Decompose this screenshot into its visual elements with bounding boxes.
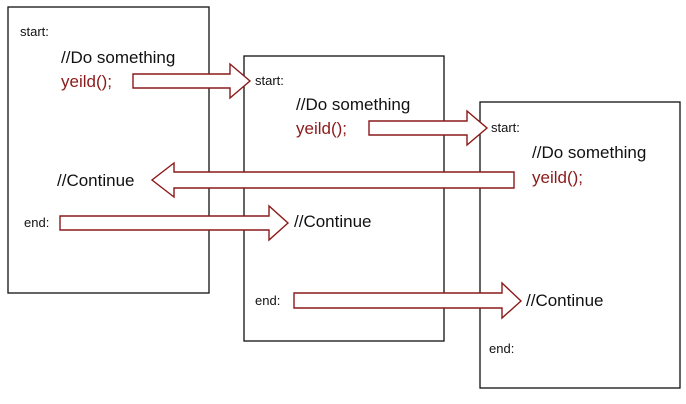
return-arrow-3-to-1	[150, 161, 515, 199]
frame-2-end-label: end:	[255, 293, 280, 308]
frame-2-yield-call: yeild();	[296, 119, 347, 138]
frame-2-do-something: //Do something	[296, 95, 410, 114]
frame-1-end-label: end:	[24, 215, 49, 230]
frame-3-continue: //Continue	[526, 291, 604, 310]
end-arrow-1-to-2	[59, 204, 290, 242]
frame-1-yield-call: yeild();	[61, 72, 112, 91]
yield-arrow-1-to-2	[132, 62, 252, 100]
frame-2-continue: //Continue	[294, 212, 372, 231]
frame-1	[7, 6, 210, 294]
frame-2-start-label: start:	[255, 73, 284, 88]
frame-1-continue: //Continue	[57, 171, 135, 190]
frame-3	[479, 101, 681, 389]
yield-arrow-2-to-3	[368, 109, 489, 147]
frame-1-do-something: //Do something	[61, 48, 175, 67]
frame-3-yield-call: yeild();	[532, 168, 583, 187]
frame-1-start-label: start:	[20, 24, 49, 39]
end-arrow-2-to-3	[293, 281, 523, 320]
frame-3-end-label: end:	[489, 341, 514, 356]
frame-3-start-label: start:	[491, 120, 520, 135]
frame-3-do-something: //Do something	[532, 143, 646, 162]
